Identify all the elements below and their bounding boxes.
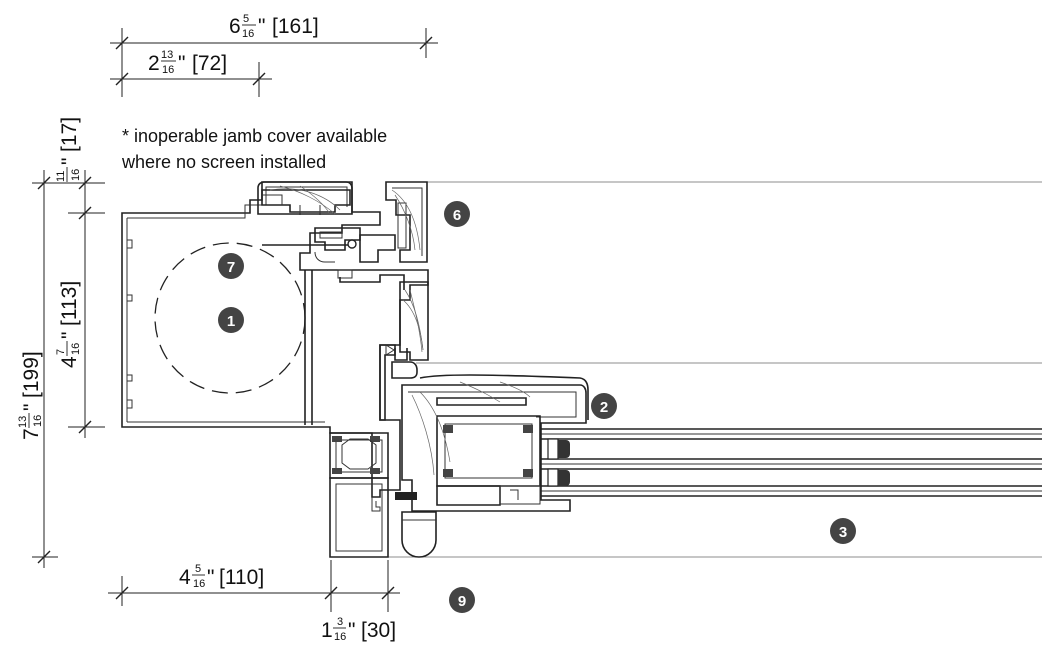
callout-3: 3 <box>830 518 856 544</box>
svg-text:[17]: [17] <box>58 117 81 152</box>
dim-top-overall-whole: 6 <box>229 15 241 38</box>
dim-left-mid-label: 4 7 16 " [113] <box>55 281 82 368</box>
svg-text:[113]: [113] <box>58 281 81 326</box>
svg-text:16: 16 <box>70 169 82 181</box>
dim-bottom-left-metric: [110] <box>219 566 264 589</box>
svg-text:": " <box>178 52 185 75</box>
svg-text:16: 16 <box>32 415 44 427</box>
svg-text:5: 5 <box>195 563 201 575</box>
dim-top-inner-whole: 2 <box>148 52 160 75</box>
svg-text:3: 3 <box>839 524 847 541</box>
svg-text:": " <box>348 619 355 642</box>
svg-text:2: 2 <box>600 399 608 416</box>
svg-text:11: 11 <box>55 171 67 182</box>
callout-7: 7 <box>218 253 244 279</box>
svg-text:16: 16 <box>334 631 346 643</box>
dim-top-overall-den: 16 <box>242 28 254 40</box>
dim-bottom-right-metric: [30] <box>361 619 396 642</box>
jamb-frame <box>121 181 589 558</box>
dimension-top-overall: 6 5 16 " [161] <box>110 13 438 97</box>
svg-text:4: 4 <box>58 356 81 368</box>
svg-text:3: 3 <box>337 616 343 628</box>
dim-top-inner-den: 16 <box>162 64 174 76</box>
dimension-left <box>32 170 105 568</box>
dim-top-inner-num: 13 <box>161 49 173 61</box>
svg-text:1: 1 <box>227 313 235 330</box>
dim-top-overall-metric: [161] <box>272 15 319 38</box>
note-line-2: where no screen installed <box>121 152 326 172</box>
dim-left-overall-label: 7 13 16 " [199] <box>17 351 44 440</box>
dim-left-small-label: 11 16 " [17] <box>55 117 82 182</box>
reference-lines <box>388 181 1042 558</box>
svg-text:": " <box>207 566 214 589</box>
svg-text:13: 13 <box>17 416 29 428</box>
callout-2: 2 <box>591 393 617 419</box>
dimension-top-inner: 2 13 16 " [72] <box>110 49 272 97</box>
svg-text:6: 6 <box>453 207 461 224</box>
dim-top-inner-metric: [72] <box>192 52 227 75</box>
svg-text:": " <box>258 15 265 38</box>
note-line-1: * inoperable jamb cover available <box>122 126 387 146</box>
svg-text:9: 9 <box>458 593 466 610</box>
dimension-bottom: 4 5 16 " [110] 1 3 16 " [30] <box>108 560 400 643</box>
svg-text:": " <box>58 332 81 339</box>
svg-text:7: 7 <box>227 259 235 276</box>
screen-roll-outline <box>154 242 306 394</box>
svg-text:7: 7 <box>20 428 43 440</box>
dim-bottom-left-whole: 4 <box>179 566 191 589</box>
svg-text:16: 16 <box>193 578 205 590</box>
glazing-unit <box>541 428 1042 497</box>
svg-text:7: 7 <box>55 349 67 355</box>
svg-text:[199]: [199] <box>20 351 43 398</box>
svg-text:16: 16 <box>70 343 82 355</box>
callout-6: 6 <box>444 201 470 227</box>
svg-text:": " <box>58 158 81 165</box>
dim-bottom-right-whole: 1 <box>321 619 333 642</box>
dim-top-overall-num: 5 <box>243 13 249 25</box>
callout-1: 1 <box>218 307 244 333</box>
svg-text:": " <box>20 404 43 411</box>
callout-9: 9 <box>449 587 475 613</box>
